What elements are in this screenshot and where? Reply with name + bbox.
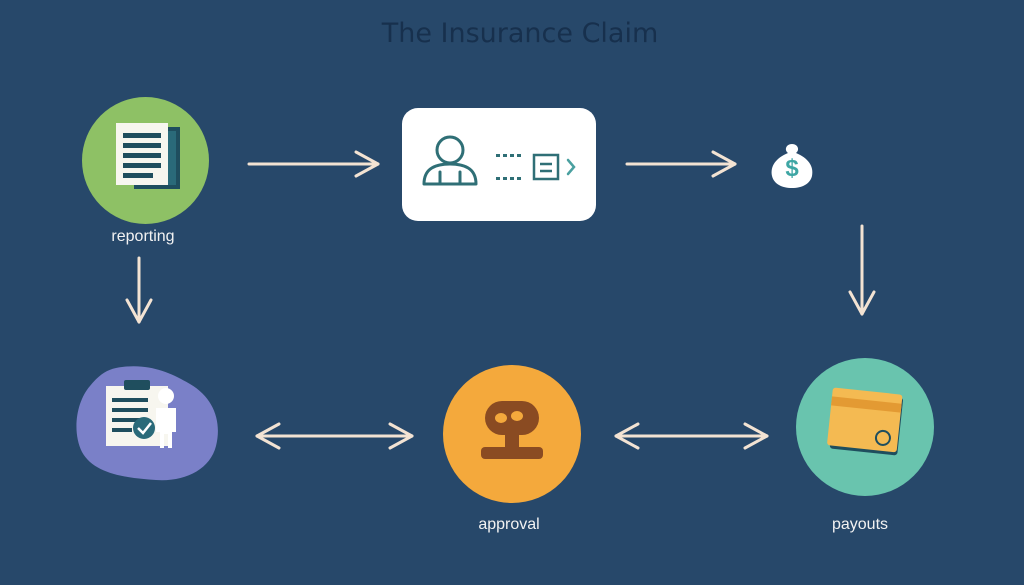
money-node: $ bbox=[766, 138, 818, 190]
approval-node bbox=[443, 365, 581, 503]
form-icon bbox=[532, 153, 560, 181]
dollar-symbol: $ bbox=[785, 155, 799, 182]
approval-label: approval bbox=[478, 516, 540, 533]
arrow-documents-approval bbox=[255, 422, 414, 450]
dollar-bag-icon: $ bbox=[771, 144, 813, 188]
diagram-title: The Insurance Claim bbox=[381, 18, 659, 49]
gavel-icon bbox=[481, 401, 543, 459]
arrow-money-down bbox=[848, 224, 876, 316]
reporting-label: reporting bbox=[111, 228, 175, 245]
arrow-reporting-down bbox=[125, 256, 153, 324]
reporting-node bbox=[82, 97, 209, 224]
payouts-label: payouts bbox=[831, 516, 889, 533]
arrow-agent-to-money bbox=[625, 150, 737, 178]
agent-card bbox=[402, 108, 596, 221]
clipboard-person-icon bbox=[76, 366, 218, 481]
document-icon bbox=[116, 123, 180, 189]
arrow-reporting-to-agent bbox=[247, 150, 380, 178]
card-icon bbox=[827, 387, 903, 456]
arrow-approval-payouts bbox=[614, 422, 769, 450]
documents-node bbox=[72, 362, 222, 484]
agent-icon bbox=[422, 135, 576, 186]
payouts-node bbox=[796, 358, 934, 496]
